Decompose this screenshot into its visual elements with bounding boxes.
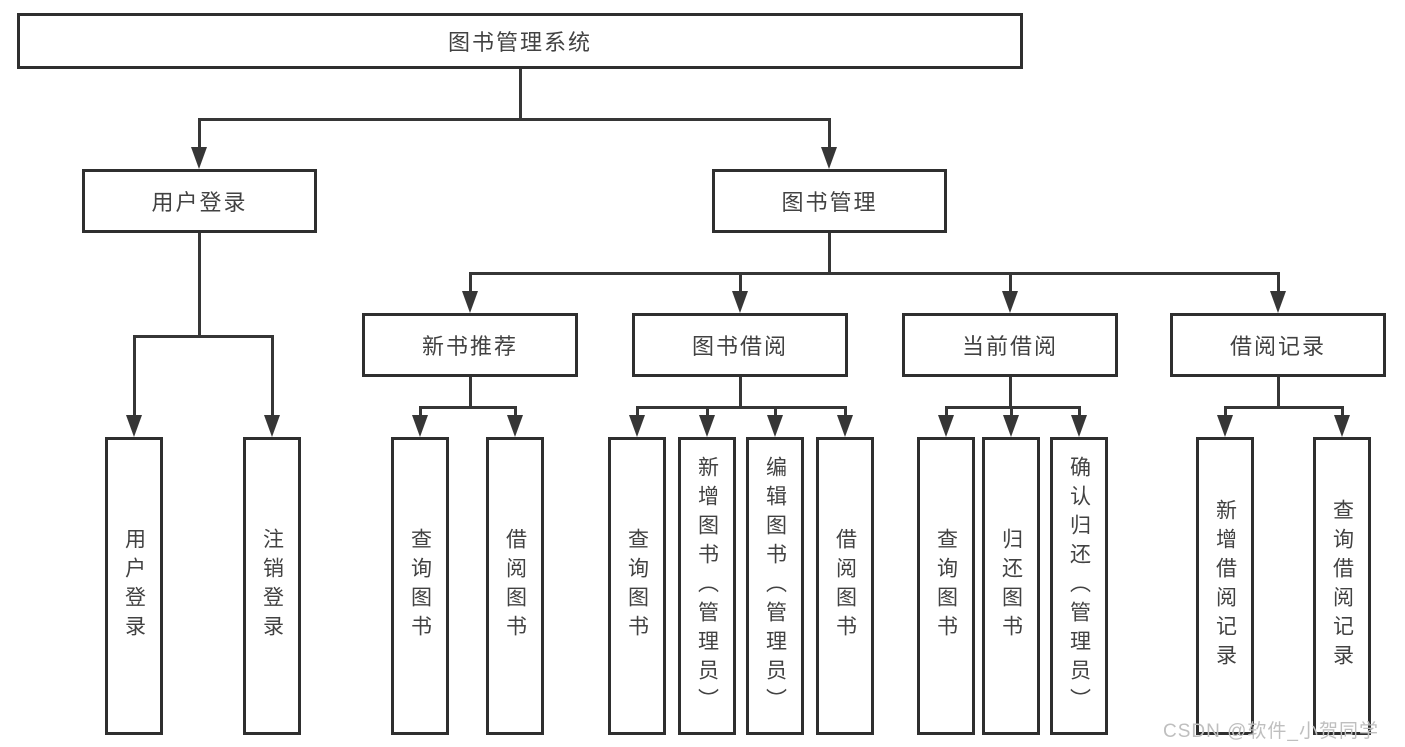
connector-line [1224, 406, 1344, 409]
node-user-login: 用户登录 [82, 169, 317, 233]
connector-line [469, 377, 472, 409]
connector-line [774, 406, 777, 417]
arrow-down-icon [1334, 415, 1350, 437]
connector-line [198, 118, 831, 121]
connector-line [1078, 406, 1081, 417]
connector-line [828, 118, 831, 149]
leaf-node-query-book-3-label: 查询图书 [934, 528, 958, 644]
leaf-node-edit-book-admin-label: 编辑图书（管理员） [763, 455, 787, 717]
leaf-node-return-book: 归还图书 [982, 437, 1040, 735]
connector-line [469, 272, 472, 293]
connector-line [133, 335, 136, 417]
node-borrow-record-label: 借阅记录 [1229, 334, 1326, 359]
arrow-down-icon [837, 415, 853, 437]
connector-line [945, 406, 948, 417]
arrow-down-icon [191, 147, 207, 169]
node-library-system-label: 图书管理系统 [447, 30, 592, 55]
leaf-node-query-book-1: 查询图书 [391, 437, 449, 735]
leaf-node-borrow-book-2: 借阅图书 [816, 437, 874, 735]
connector-line [636, 406, 639, 417]
arrow-down-icon [462, 291, 478, 313]
connector-line [1009, 377, 1012, 409]
arrow-down-icon [1217, 415, 1233, 437]
arrow-down-icon [821, 147, 837, 169]
connector-line [1010, 406, 1013, 417]
node-new-book-recommend: 新书推荐 [362, 313, 578, 377]
connector-line [469, 272, 1280, 275]
watermark: CSDN @软件_小贺同学 [1163, 721, 1379, 742]
connector-line [271, 335, 274, 417]
node-borrow-record: 借阅记录 [1170, 313, 1386, 377]
arrow-down-icon [1071, 415, 1087, 437]
leaf-node-add-book-admin-label: 新增图书（管理员） [695, 455, 719, 717]
node-current-borrow: 当前借阅 [902, 313, 1118, 377]
leaf-node-borrow-book-2-label: 借阅图书 [833, 528, 857, 644]
leaf-node-query-book-2-label: 查询图书 [625, 528, 649, 644]
arrow-down-icon [1270, 291, 1286, 313]
connector-line [514, 406, 517, 417]
connector-line [1277, 272, 1280, 293]
arrow-down-icon [767, 415, 783, 437]
arrow-down-icon [1002, 291, 1018, 313]
leaf-node-query-book-3: 查询图书 [917, 437, 975, 735]
connector-line [198, 118, 201, 149]
leaf-node-user-login-label: 用户登录 [122, 528, 146, 644]
leaf-node-return-book-label: 归还图书 [999, 528, 1023, 644]
leaf-node-query-borrow-record-label: 查询借阅记录 [1330, 499, 1354, 673]
arrow-down-icon [699, 415, 715, 437]
node-book-management: 图书管理 [712, 169, 947, 233]
connector-line [198, 233, 201, 335]
leaf-node-borrow-book-1-label: 借阅图书 [503, 528, 527, 644]
connector-line [419, 406, 517, 409]
leaf-node-add-borrow-record: 新增借阅记录 [1196, 437, 1254, 735]
node-book-management-label: 图书管理 [781, 190, 878, 215]
arrow-down-icon [412, 415, 428, 437]
connector-line [636, 406, 847, 409]
connector-line [739, 377, 742, 409]
connector-line [706, 406, 709, 417]
arrow-down-icon [126, 415, 142, 437]
connector-line [1009, 272, 1012, 293]
leaf-node-logout-label: 注销登录 [260, 528, 284, 644]
leaf-node-confirm-return-admin: 确认归还（管理员） [1050, 437, 1108, 735]
arrow-down-icon [732, 291, 748, 313]
leaf-node-borrow-book-1: 借阅图书 [486, 437, 544, 735]
arrow-down-icon [938, 415, 954, 437]
connector-line [1224, 406, 1227, 417]
node-library-system: 图书管理系统 [17, 13, 1023, 69]
leaf-node-add-borrow-record-label: 新增借阅记录 [1213, 499, 1237, 673]
leaf-node-query-book-2: 查询图书 [608, 437, 666, 735]
node-book-borrow: 图书借阅 [632, 313, 848, 377]
leaf-node-confirm-return-admin-label: 确认归还（管理员） [1067, 455, 1091, 717]
leaf-node-query-borrow-record: 查询借阅记录 [1313, 437, 1371, 735]
leaf-node-add-book-admin: 新增图书（管理员） [678, 437, 736, 735]
connector-line [519, 67, 522, 118]
node-book-borrow-label: 图书借阅 [691, 334, 788, 359]
connector-line [945, 406, 1081, 409]
connector-line [828, 233, 831, 274]
arrow-down-icon [1003, 415, 1019, 437]
leaf-node-user-login: 用户登录 [105, 437, 163, 735]
connector-line [1341, 406, 1344, 417]
connector-line [739, 272, 742, 293]
arrow-down-icon [629, 415, 645, 437]
leaf-node-edit-book-admin: 编辑图书（管理员） [746, 437, 804, 735]
arrow-down-icon [507, 415, 523, 437]
connector-line [844, 406, 847, 417]
connector-line [419, 406, 422, 417]
node-user-login-label: 用户登录 [151, 190, 248, 215]
connector-line [1277, 377, 1280, 409]
node-new-book-recommend-label: 新书推荐 [421, 334, 518, 359]
leaf-node-logout: 注销登录 [243, 437, 301, 735]
connector-line [133, 335, 274, 338]
leaf-node-query-book-1-label: 查询图书 [408, 528, 432, 644]
arrow-down-icon [264, 415, 280, 437]
node-current-borrow-label: 当前借阅 [961, 334, 1058, 359]
